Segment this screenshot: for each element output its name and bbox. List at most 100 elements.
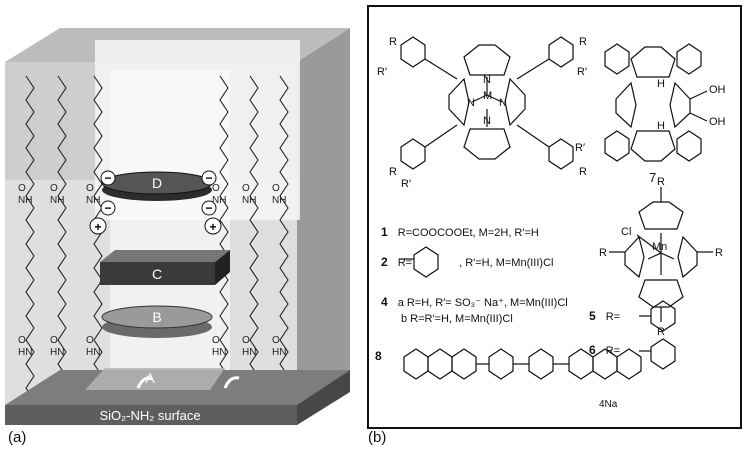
compound-5-number: 5 [589, 309, 596, 323]
chain-atom-6-3: NH [272, 195, 286, 206]
panel-a-label: (a) [8, 429, 27, 446]
mn-r-left: R [599, 247, 607, 259]
chain-atom-5-4: O [242, 183, 250, 194]
r-label-bl: R [389, 166, 397, 178]
compound-7-number: 7 [649, 170, 656, 185]
alkyl-chains [25, 75, 289, 406]
layer-a-arrow-left [136, 376, 153, 389]
pyridinium-5 [650, 300, 676, 332]
chain-atom-3-4: O [86, 183, 94, 194]
chain-atom-1-4: O [18, 183, 26, 194]
n-label-2: N [499, 97, 507, 109]
chain-atom-4-4: O [212, 183, 220, 194]
layer-d-label: D [152, 175, 162, 191]
chain-atom-5-1: HN [242, 347, 256, 358]
compound-8-number: 8 [375, 349, 382, 363]
compound-2-text-after: , R′=H, M=Mn(III)Cl [459, 257, 554, 269]
neg-charge-2: − [205, 171, 212, 185]
mn-metal: Mn [652, 241, 667, 253]
chain-atom-1-3: NH [18, 195, 32, 206]
compound-7-oh-1: OH [709, 84, 726, 96]
neg-charge-1: − [104, 171, 111, 185]
mn-r-bottom: R [657, 326, 665, 338]
pos-charge-1: + [94, 220, 101, 234]
chain-atom-3-2: O [86, 335, 94, 346]
chain-atom-2-1: HN [50, 347, 64, 358]
pyridinium-6 [650, 338, 676, 370]
box-side-face [297, 28, 350, 405]
r-label-tl: R [389, 36, 397, 48]
compound-7-nh-1: H [657, 78, 665, 90]
surface-slab-front [5, 405, 297, 425]
surface-label: SiO₂-NH₂ surface [99, 408, 200, 423]
compound-7-nh-2: H [657, 120, 665, 132]
chain-atom-2-2: O [50, 335, 58, 346]
panel-b-label: (b) [368, 429, 387, 446]
compound-5-entry: 5 R= [589, 309, 620, 323]
compound-4-number: 4 [381, 295, 388, 309]
r-prime-label-bl: R′ [401, 178, 411, 190]
compound-7-structure [604, 43, 708, 162]
chain-atom-3-1: HN [86, 347, 100, 358]
layer-c-top [100, 250, 230, 262]
chain-atom-6-2: O [272, 335, 280, 346]
compound-7-oh-2: OH [709, 116, 726, 128]
chain-atom-5-3: NH [242, 195, 256, 206]
chain-atom-4-2: O [212, 335, 220, 346]
compound-1-entry: 1 R=COOCOOEt, M=2H, R′=H [381, 225, 539, 239]
compound-8-counter-ion: 4Na [599, 399, 618, 410]
alkyl-chain-5 [249, 75, 259, 406]
neg-charge-4: − [205, 201, 212, 215]
compound-6-number: 6 [589, 343, 596, 357]
chain-atom-3-3: NH [86, 195, 100, 206]
chain-atom-4-3: NH [212, 195, 226, 206]
compound-2-number: 2 [381, 255, 388, 269]
layer-b-disk [101, 305, 213, 329]
pos-charge-2: + [209, 220, 216, 234]
pyridinium-2 [413, 246, 439, 278]
layer-c-side [215, 250, 230, 285]
metal-label: M [483, 90, 492, 102]
compound-4b-entry: b R=R′=H, M=Mn(III)Cl [401, 313, 513, 325]
structures-drawing: R R′ R R′ R R′ R R′ M N N N N 7 OH OH H … [377, 36, 726, 410]
charges: − − − − + + [89, 170, 222, 235]
layer-b-label: B [152, 309, 161, 325]
compound-5-text: R= [605, 311, 621, 323]
alkyl-chain-1 [25, 75, 35, 406]
chain-atom-1-2: O [18, 335, 26, 346]
n-label-3: N [483, 74, 491, 86]
mn-r-top: R [657, 176, 665, 188]
layer-c-front [100, 262, 215, 285]
mn-r-right: R [715, 247, 723, 259]
compound-8-structure [403, 348, 642, 380]
alkyl-chain-4 [219, 75, 229, 406]
r-prime-label-tl: R′ [377, 66, 387, 78]
chain-atom-1-1: HN [18, 347, 32, 358]
n-label-1: N [467, 97, 475, 109]
alkyl-chain-2 [57, 75, 67, 406]
mn-cl: Cl [621, 226, 631, 238]
chain-atom-2-3: NH [50, 195, 64, 206]
n-label-4: N [483, 115, 491, 127]
compound-6-text: R= [605, 345, 621, 357]
chain-atom-2-4: O [50, 183, 58, 194]
layer-c-label: C [152, 266, 162, 282]
chain-atom-6-1: HN [272, 347, 286, 358]
r-label-tr: R [579, 36, 587, 48]
alkyl-chain-3 [93, 75, 103, 406]
surface-slab-side [297, 370, 350, 425]
compound-1-text: R=COOCOOEt, M=2H, R′=H [397, 227, 539, 239]
layer-a-slab [85, 368, 225, 390]
r-label-br: R [579, 166, 587, 178]
metalloporphyrin-structure [400, 36, 574, 170]
compound-1-number: 1 [381, 225, 388, 239]
alkyl-chain-6 [279, 75, 289, 406]
chain-atom-6-4: O [272, 183, 280, 194]
layer-a-arrow-right [223, 376, 240, 389]
chain-atom-4-1: HN [212, 347, 226, 358]
chain-atom-5-2: O [242, 335, 250, 346]
